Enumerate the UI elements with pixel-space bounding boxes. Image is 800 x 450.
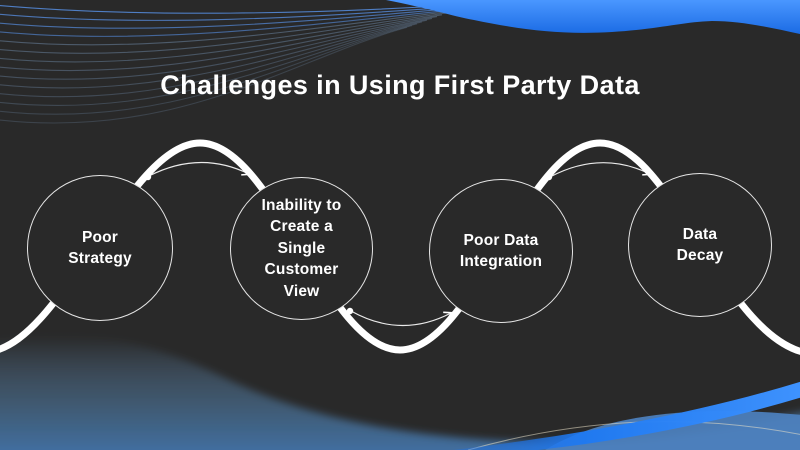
connector-3-arc (549, 162, 652, 178)
step-label-poor-data-integration: Poor Data Integration (459, 231, 543, 270)
wavy-line (0, 16, 438, 72)
wavy-line (0, 10, 453, 46)
wavy-line-pattern (0, 3, 473, 124)
wavy-line (0, 3, 473, 14)
connector-1 (144, 161, 251, 181)
step-circle-data-decay: Data Decay (628, 173, 772, 317)
step-label-single-customer-view: Inability to Create a Single Customer Vi… (261, 197, 342, 300)
connector-1-arc (148, 161, 251, 177)
connector-3 (545, 162, 652, 181)
step-circle-poor-data-integration: Poor Data Integration (429, 179, 573, 323)
connector-2-dot (346, 307, 354, 315)
step-circle-single-customer-view: Inability to Create a Single Customer Vi… (230, 177, 373, 320)
wavy-line (0, 5, 468, 21)
wavy-line (0, 14, 443, 63)
bottom-right-blue-blob (545, 410, 800, 450)
top-right-blue-wave (386, 0, 800, 34)
wavy-line (0, 8, 458, 37)
connector-3-dot (545, 173, 553, 181)
step-circle-poor-strategy: Poor Strategy (27, 175, 173, 321)
bottom-thin-line (467, 421, 800, 450)
bottom-gradient-wave (0, 335, 800, 450)
connector-1-dot (144, 173, 152, 181)
bottom-right-ribbon (453, 381, 800, 450)
step-label-poor-strategy: Poor Strategy (68, 228, 132, 267)
step-label-data-decay: Data Decay (676, 225, 724, 264)
wavy-line (0, 12, 448, 54)
slide-title: Challenges in Using First Party Data (160, 70, 640, 100)
connector-2 (346, 307, 453, 327)
connector-2-arc (350, 310, 453, 327)
wavy-line (0, 7, 463, 29)
